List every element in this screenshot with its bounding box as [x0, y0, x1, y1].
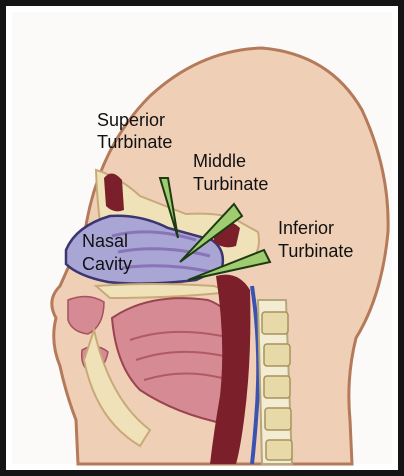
middle-turbinate-label-line1: Middle — [193, 151, 246, 171]
nasal-cavity-label-line1: Nasal — [82, 231, 128, 251]
superior-turbinate-label-line2: Turbinate — [97, 132, 172, 152]
middle-turbinate-label-line2: Turbinate — [193, 174, 268, 194]
superior-turbinate-label-line1: Superior — [97, 110, 165, 130]
nasal-cavity-label-line2: Cavity — [82, 254, 132, 274]
inferior-turbinate-label-line1: Inferior — [278, 218, 334, 238]
inferior-turbinate-label-line2: Turbinate — [278, 241, 353, 261]
frontal-sinus — [104, 173, 124, 211]
